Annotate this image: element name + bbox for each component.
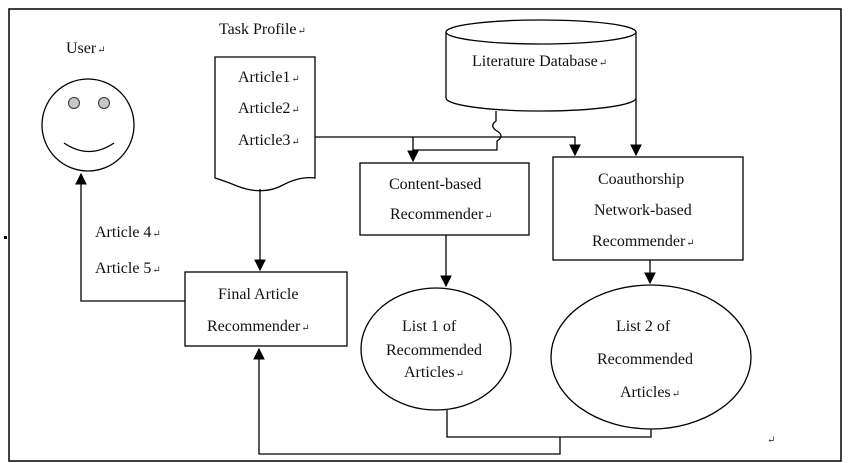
connector-lists-merge xyxy=(446,410,652,438)
coauthor-recommender-line2: Network-based xyxy=(594,202,692,219)
content-based-recommender-box xyxy=(359,162,530,236)
task-article-1: Article1↵ xyxy=(238,69,300,86)
arrow-lists-to-final xyxy=(253,347,561,455)
content-recommender-line1: Content-based xyxy=(389,176,481,193)
arrow-final-to-user xyxy=(75,172,185,302)
list1-ellipse xyxy=(360,287,512,411)
user-label: User↵ xyxy=(66,40,106,57)
coauthor-recommender-line3: Recommender↵ xyxy=(592,233,695,250)
final-article-recommender-box xyxy=(184,271,348,347)
list2-line3: Articles↵ xyxy=(620,384,680,401)
content-recommender-line2: Recommender↵ xyxy=(390,206,493,223)
task-article-3: Article3↵ xyxy=(238,132,300,149)
output-article-4: Article 4↵ xyxy=(95,224,161,241)
page-dot xyxy=(4,236,7,239)
task-article-2: Article2↵ xyxy=(238,100,300,117)
database-label: Literature Database↵ xyxy=(472,53,607,70)
list1-line3: Articles↵ xyxy=(404,364,464,381)
final-recommender-line1: Final Article xyxy=(218,286,298,303)
list1-line1: List 1 of xyxy=(402,318,457,335)
page-end-mark: ↵ xyxy=(767,435,775,446)
coauthor-recommender-line1: Coauthorship xyxy=(598,171,684,188)
list2-line1: List 2 of xyxy=(616,318,671,335)
list2-line2: Recommended xyxy=(597,351,693,368)
task-profile-title: Task Profile↵ xyxy=(219,21,306,38)
connector-database-wavy xyxy=(413,111,502,151)
final-recommender-line2: Recommender↵ xyxy=(207,318,310,335)
arrow-task-to-coauthor xyxy=(315,136,581,157)
user-smiley-icon xyxy=(41,78,135,172)
coauthorship-recommender-box xyxy=(552,156,744,261)
task-profile-document xyxy=(214,56,316,192)
list1-line2: Recommended xyxy=(386,342,482,359)
output-article-5: Article 5↵ xyxy=(95,260,161,277)
page-frame xyxy=(8,8,842,462)
literature-database-cylinder xyxy=(445,19,637,112)
